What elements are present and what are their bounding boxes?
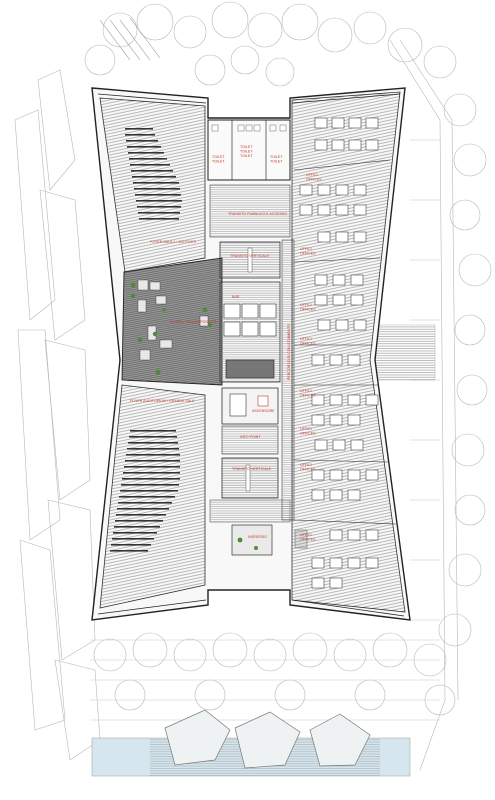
label-entrance: INGRESSO bbox=[248, 535, 267, 539]
label-auditorium-lower: FOYER AUDITORIUM / GRANDE SALA bbox=[130, 399, 195, 403]
label-stair-top: TRANSITO VERTICALE bbox=[230, 254, 270, 258]
label-corridor: PERCORSO DI COLLEGAMENTO bbox=[287, 324, 291, 380]
label-stair-bottom: TRANSITO VERTICALE bbox=[232, 467, 272, 471]
site-ground-lines bbox=[90, 639, 440, 721]
outdoor-paving-right bbox=[374, 139, 440, 621]
site-context bbox=[14, 1, 492, 771]
building-inner-edge bbox=[97, 93, 405, 617]
label-lift: ASCENSORE bbox=[252, 409, 275, 413]
label-transit-top: TRANSITO PUBBLICO E ACCESSO bbox=[228, 212, 287, 216]
auditorium-upper: FOYER SALA 1 / 400 POSTI bbox=[99, 97, 206, 273]
auditorium-lower: FOYER AUDITORIUM / GRANDE SALA bbox=[99, 384, 206, 609]
exhibition-hall: FOYER / SALA ESPOSITIVA bbox=[121, 257, 223, 386]
label-info-point: INFO POINT bbox=[240, 435, 261, 439]
label-bar: BAR bbox=[232, 295, 240, 299]
label-exhibition: FOYER / SALA ESPOSITIVA bbox=[170, 320, 217, 324]
plaza-water-feature bbox=[91, 709, 411, 777]
label-auditorium-upper: FOYER SALA 1 / 400 POSTI bbox=[150, 240, 196, 244]
